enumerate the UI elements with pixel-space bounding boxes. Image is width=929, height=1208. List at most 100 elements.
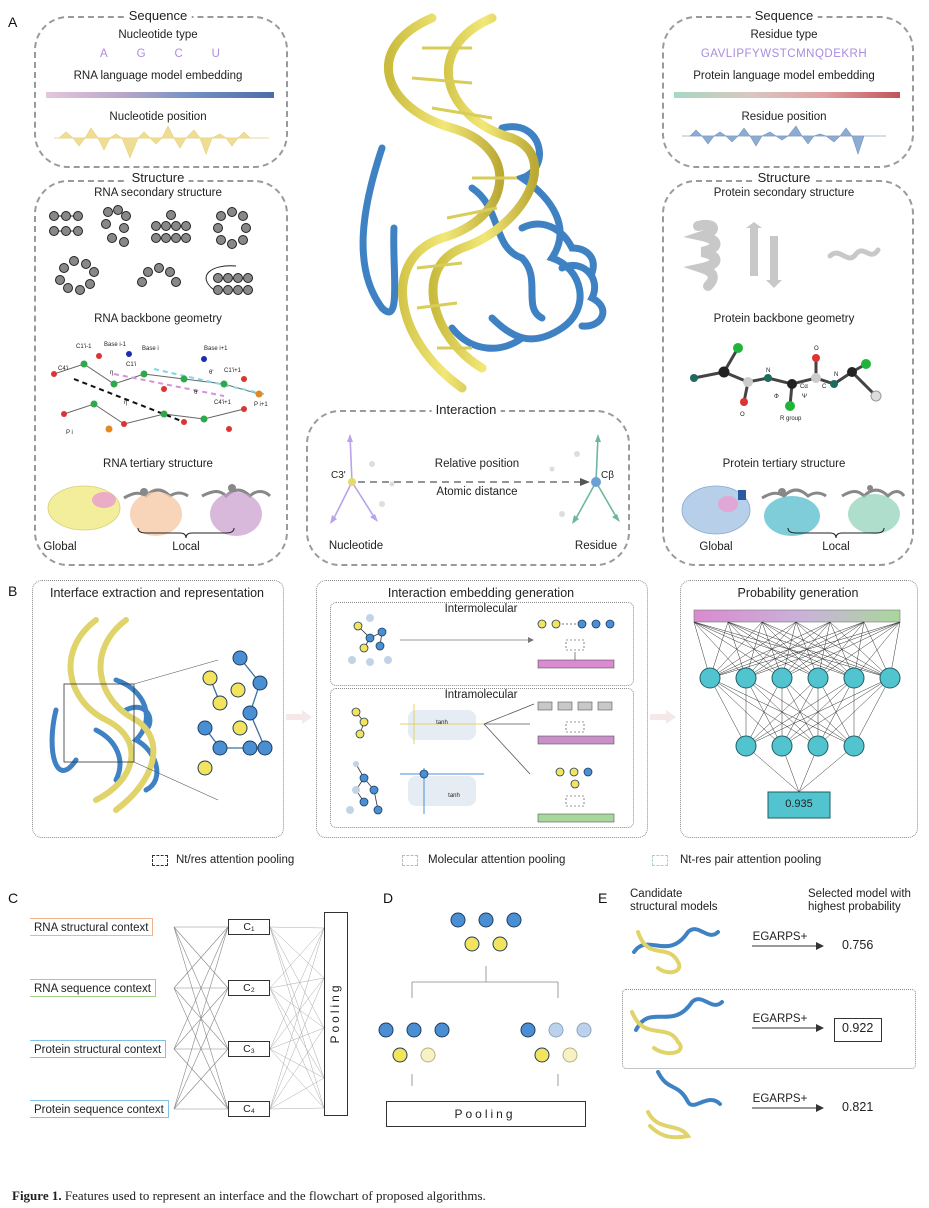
- rna-global-label: Global: [43, 541, 77, 553]
- context-fanout: [173, 926, 325, 1110]
- selected-label: Selected model with highest probability: [808, 888, 911, 913]
- interface-structure: [49, 617, 219, 813]
- svg-text:N: N: [766, 368, 770, 374]
- svg-text:C1'i-1: C1'i-1: [76, 344, 92, 350]
- legend-nt-res-label: Nt/res attention pooling: [176, 854, 295, 866]
- protein-local-brace: [787, 527, 885, 539]
- panel-c-letter: C: [8, 890, 19, 906]
- figure-caption: Figure 1. Features used to represent an …: [12, 1188, 486, 1204]
- intramolecular-flow: [346, 701, 615, 823]
- intermolecular-flow: [348, 614, 615, 669]
- relative-position-label: Relative position: [434, 458, 520, 470]
- svg-text:O: O: [814, 346, 819, 352]
- c-node-1: C₁: [228, 919, 270, 935]
- selected-model-highlight: [622, 989, 916, 1069]
- intermolecular-label: Intermolecular: [444, 603, 518, 615]
- nucleotide-label: Nucleotide: [328, 540, 384, 552]
- residue-letters: GAVLIPFYWSTCMNQDEKRH: [700, 48, 868, 60]
- residue-label: Residue: [574, 540, 618, 552]
- tanh-label-2: tanh: [448, 793, 460, 799]
- res-position-wave: [682, 125, 886, 155]
- e-score-1: 0.756: [842, 938, 874, 952]
- probability-box: [680, 580, 918, 838]
- nucleotide-letters: A G C U: [100, 48, 220, 60]
- mlp-node: [771, 735, 793, 757]
- legend-nt-res: [152, 855, 168, 866]
- svg-text:Φ: Φ: [774, 394, 779, 400]
- intermolecular-box: [330, 602, 634, 686]
- probability-value: 0.935: [785, 798, 813, 810]
- candidate-label: Candidate structural models: [630, 888, 718, 913]
- svg-text:Base i-1: Base i-1: [104, 342, 127, 348]
- legend-pair-label: Nt-res pair attention pooling: [680, 854, 822, 866]
- panel-b-letter: B: [8, 583, 18, 599]
- rna-embedding-bar: [46, 92, 274, 98]
- d-pooling-box: [386, 1101, 586, 1127]
- rna-sequence-title: Sequence: [124, 8, 192, 23]
- interface-box: [32, 580, 284, 838]
- arrow-b1: [286, 710, 312, 724]
- cb-atom-label: Cβ: [601, 470, 614, 481]
- legend-molecular: [402, 855, 418, 866]
- rna-local-brace: [137, 527, 235, 539]
- svg-text:C4'i+1: C4'i+1: [214, 400, 232, 406]
- mlp-node: [807, 735, 829, 757]
- protein-tertiary-shapes: [681, 485, 906, 536]
- protein-structure-title: Structure: [753, 170, 815, 185]
- c-pooling-label: Pooling: [328, 982, 342, 1044]
- c-node-4: C₄: [228, 1101, 270, 1117]
- mlp-node: [807, 667, 829, 689]
- svg-text:Cα: Cα: [800, 384, 808, 390]
- legend-pair: [652, 855, 668, 866]
- nt-g: G: [136, 48, 146, 60]
- interface-title: Interface extraction and representation: [49, 586, 265, 600]
- e-score-2: 0.922: [842, 1021, 874, 1035]
- e-score-2-box: [834, 1018, 882, 1042]
- candidate-models: [630, 927, 724, 1140]
- nt-u: U: [211, 48, 220, 60]
- nt-position-wave: [54, 125, 269, 159]
- interaction-title: Interaction: [431, 402, 501, 417]
- d-pooling-label: Pooling: [454, 1107, 516, 1121]
- ctx-protein-sequence: Protein sequence context: [30, 1100, 169, 1118]
- svg-text:Ψ: Ψ: [802, 394, 807, 400]
- svg-text:R group: R group: [780, 416, 802, 422]
- svg-text:C4'i: C4'i: [58, 366, 68, 372]
- svg-text:Base i+1: Base i+1: [204, 346, 228, 352]
- rna-local-label: Local: [172, 541, 200, 553]
- svg-text:C: C: [822, 384, 827, 390]
- protein-embedding-bar: [674, 92, 900, 98]
- protein-lm-label: Protein language model embedding: [693, 70, 875, 82]
- rna-tertiary-label: RNA tertiary structure: [103, 458, 213, 470]
- rna-lm-label: RNA language model embedding: [73, 70, 243, 82]
- mlp-node: [699, 667, 721, 689]
- rna-secondary-label: RNA secondary structure: [94, 187, 222, 199]
- e-arrows: [752, 942, 824, 1112]
- caption-text: Features used to represent an interface …: [61, 1188, 486, 1203]
- nt-type-label: Nucleotide type: [118, 29, 198, 41]
- intramolecular-box: [330, 688, 634, 828]
- rna-secondary-motifs: [49, 205, 253, 295]
- probability-title: Probability generation: [737, 586, 859, 600]
- panel-d-letter: D: [383, 890, 394, 906]
- protein-sequence-title: Sequence: [750, 8, 818, 23]
- e-score-3: 0.821: [842, 1100, 874, 1114]
- rna-tertiary-shapes: [47, 484, 272, 536]
- protein-tertiary-label: Protein tertiary structure: [722, 458, 846, 470]
- mlp-node: [879, 667, 901, 689]
- svg-text:η: η: [124, 400, 127, 406]
- svg-text:η: η: [110, 370, 113, 376]
- ctx-protein-structural: Protein structural context: [30, 1040, 167, 1058]
- protein-secondary-label: Protein secondary structure: [713, 187, 855, 199]
- svg-text:P i+1: P i+1: [254, 402, 268, 408]
- protein-secondary-shapes: [683, 220, 881, 291]
- atomic-distance-label: Atomic distance: [436, 486, 518, 498]
- rna-backbone-label: RNA backbone geometry: [94, 313, 222, 325]
- svg-text:N: N: [834, 372, 838, 378]
- svg-text:θ': θ': [209, 370, 213, 376]
- mlp-network: [693, 609, 901, 819]
- c-node-3: C₃: [228, 1041, 270, 1057]
- embedding-box: [316, 580, 648, 838]
